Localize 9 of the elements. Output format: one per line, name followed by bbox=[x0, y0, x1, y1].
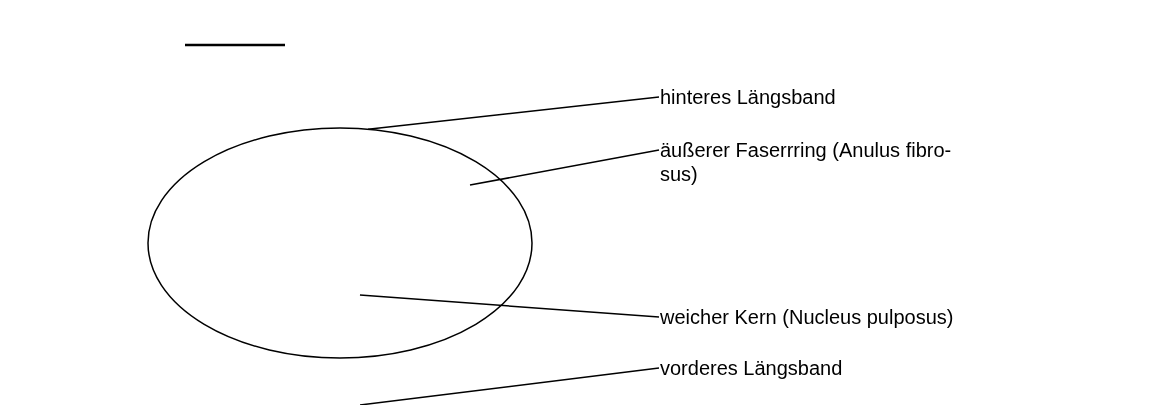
label-text: äußerer Faserrring (Anulus fibro- sus) bbox=[660, 138, 970, 186]
label-text: weicher Kern (Nucleus pulposus) bbox=[660, 305, 954, 329]
leader-line bbox=[359, 367, 660, 405]
leader-line bbox=[367, 96, 660, 130]
leader-line bbox=[469, 149, 660, 186]
leader-line bbox=[359, 294, 660, 318]
label-text: vorderes Längsband bbox=[660, 356, 843, 380]
label-text: hinteres Längsband bbox=[660, 85, 836, 109]
disc-outline bbox=[147, 127, 533, 359]
